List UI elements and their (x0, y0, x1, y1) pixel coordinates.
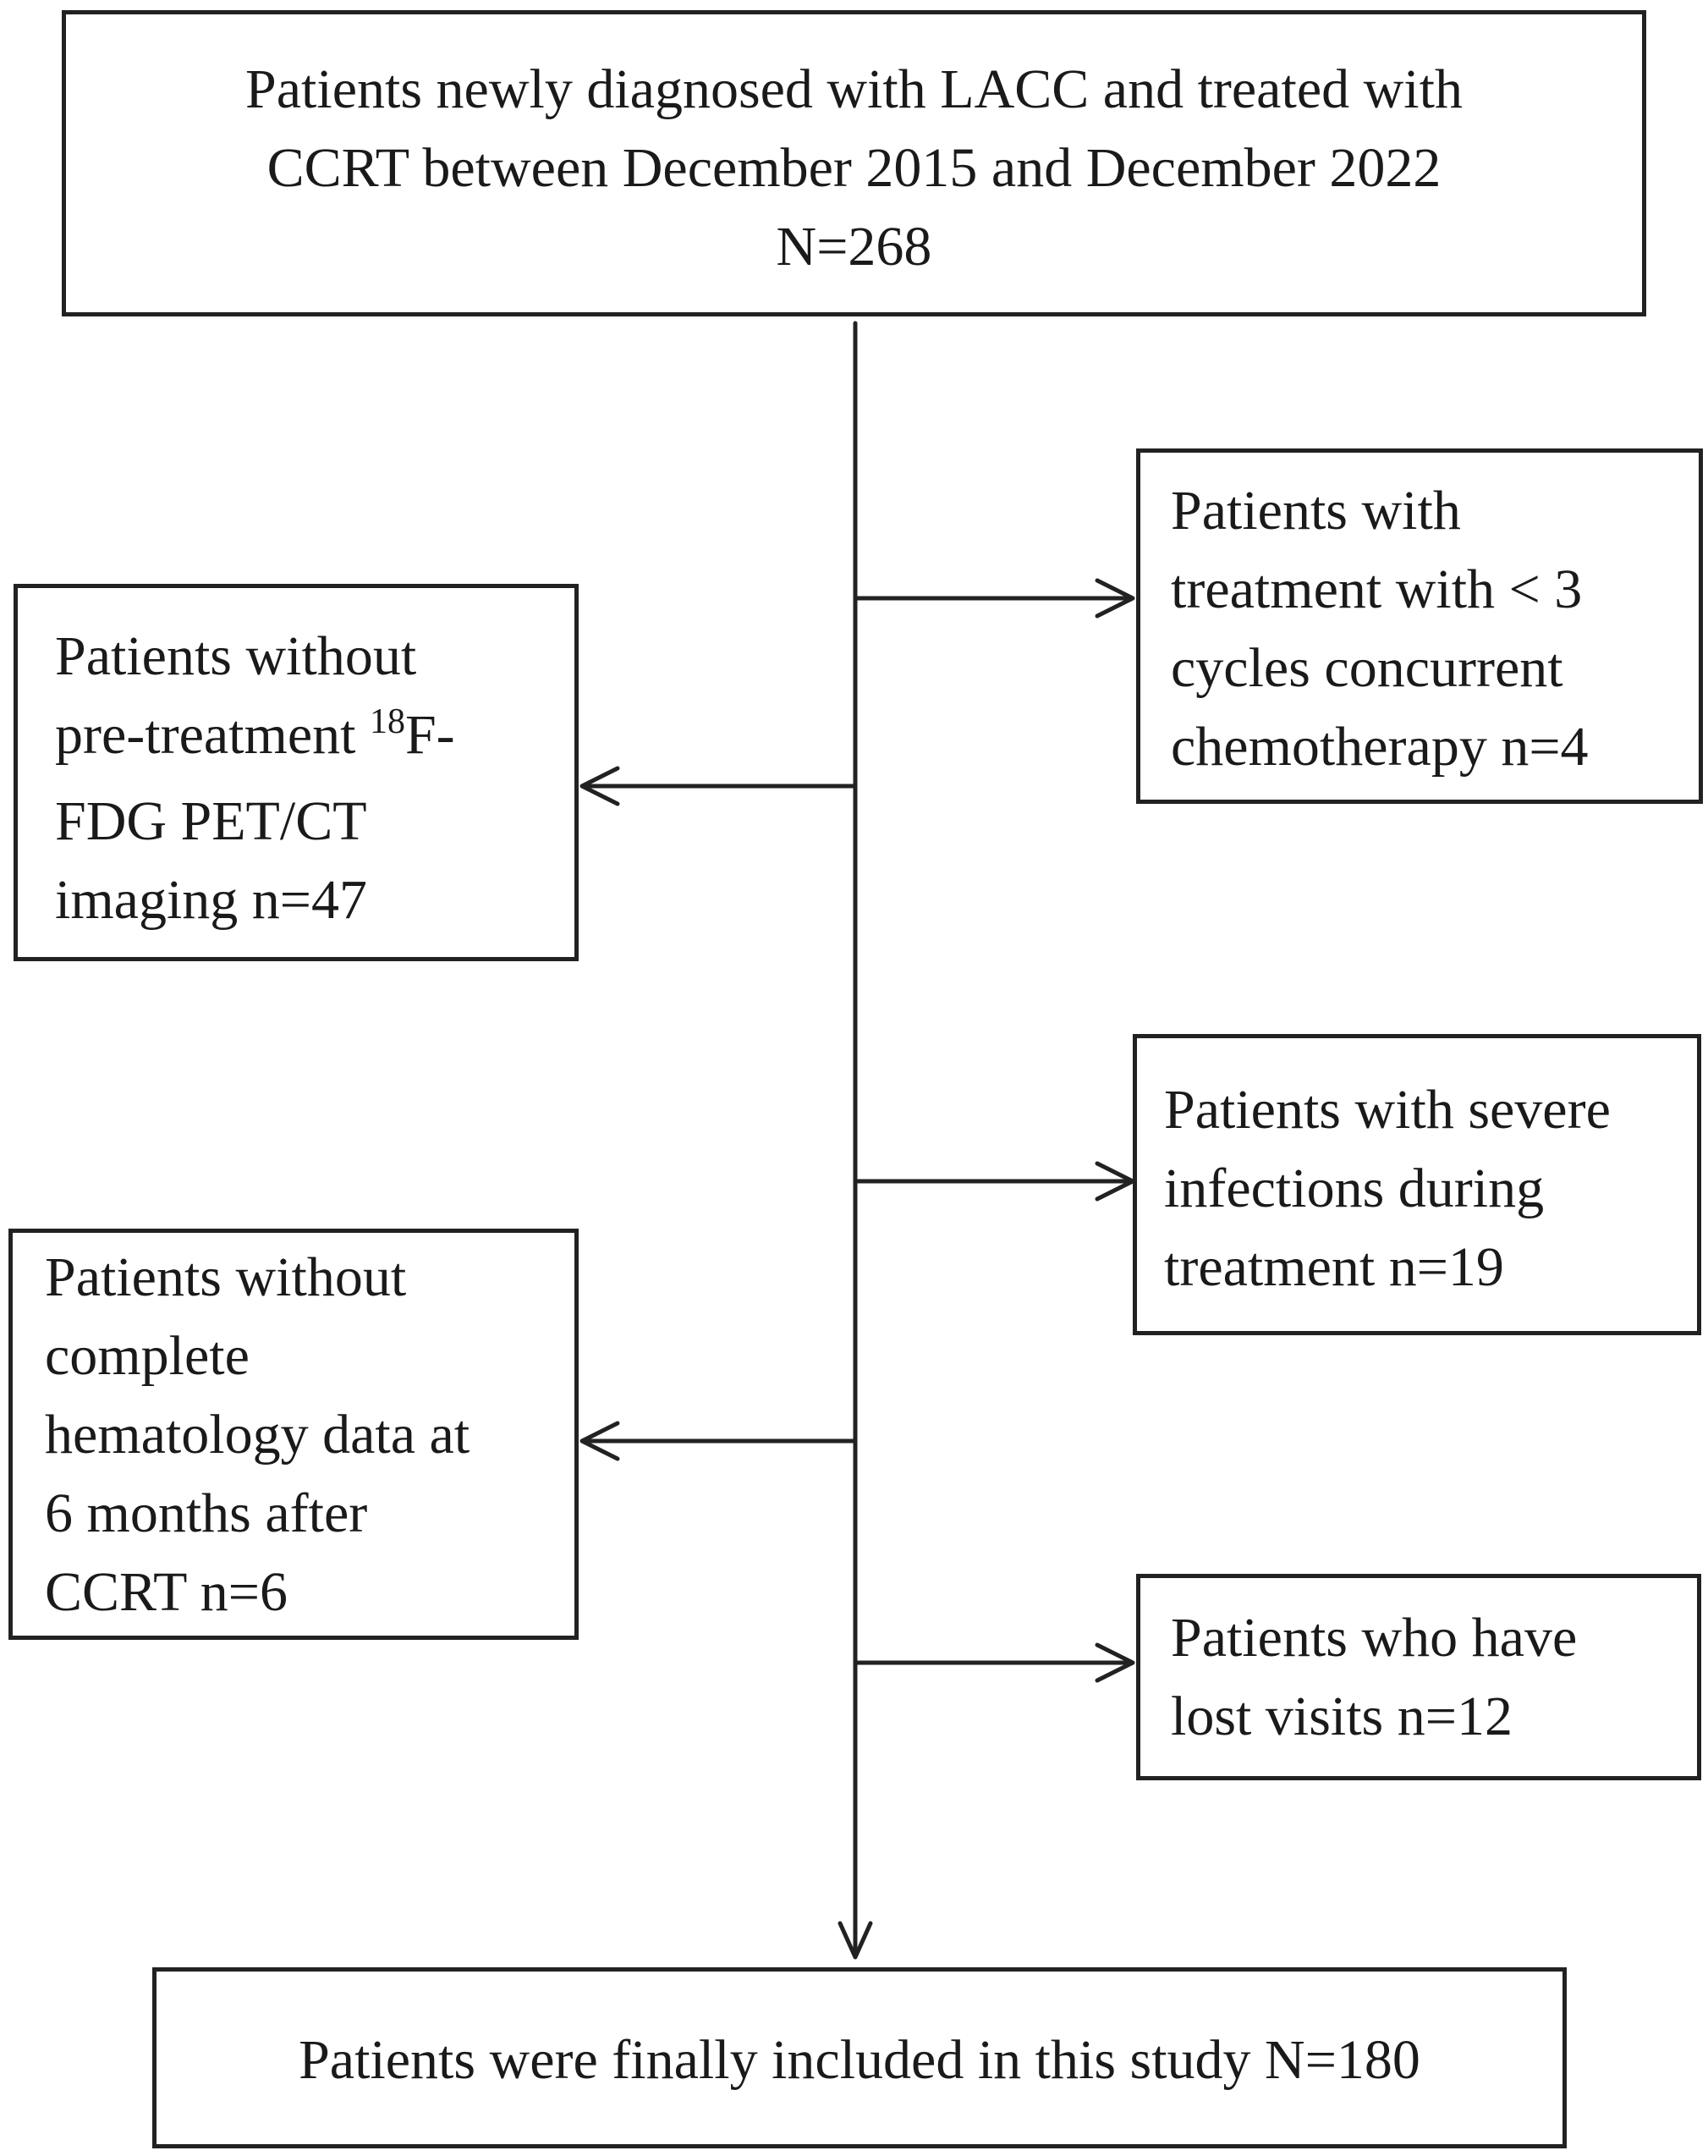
exclusion-line: hematology data at (45, 1404, 470, 1466)
exclusion-box-no-hematology: Patients without complete hematology dat… (8, 1229, 579, 1640)
exclusion-text: F- (404, 704, 455, 766)
arrow-head-left-2 (579, 1421, 620, 1461)
exclusion-line: imaging n=47 (55, 869, 368, 931)
enrollment-line-2: CCRT between December 2015 and December … (266, 137, 1442, 199)
final-included-text: Patients were finally included in this s… (299, 2029, 1420, 2091)
enrollment-count: N=268 (776, 216, 932, 278)
exclusion-line: chemotherapy n=4 (1171, 716, 1589, 778)
exclusion-line: Patients with severe (1164, 1079, 1611, 1141)
exclusion-line: cycles concurrent (1171, 637, 1563, 699)
exclusion-line: 6 months after (45, 1482, 368, 1544)
exclusion-line: Patients without (55, 625, 417, 687)
exclusion-box-incomplete-chemo: Patients with treatment with < 3 cycles … (1136, 448, 1703, 804)
final-included-box: Patients were finally included in this s… (152, 1967, 1567, 2148)
arrow-head-left-1 (579, 766, 620, 806)
exclusion-line: treatment n=19 (1164, 1236, 1504, 1298)
exclusion-line: lost visits n=12 (1171, 1686, 1513, 1747)
arrow-head-final (838, 1921, 873, 1960)
arrow-head-right-1 (1095, 578, 1135, 619)
exclusion-box-no-pet-ct: Patients without pre-treatment 18F- FDG … (14, 584, 579, 961)
enrollment-box: Patients newly diagnosed with LACC and t… (62, 10, 1646, 316)
exclusion-text: pre-treatment (55, 704, 370, 766)
exclusion-line: pre-treatment 18F- (55, 696, 574, 782)
enrollment-line-1: Patients newly diagnosed with LACC and t… (245, 58, 1463, 120)
exclusion-line: Patients with (1171, 480, 1461, 542)
arrow-head-right-3 (1095, 1642, 1135, 1683)
exclusion-box-severe-infections: Patients with severe infections during t… (1133, 1034, 1701, 1335)
exclusion-line: Patients who have (1171, 1607, 1578, 1669)
exclusion-line: FDG PET/CT (55, 790, 367, 852)
exclusion-line: infections during (1164, 1158, 1545, 1219)
exclusion-line: complete (45, 1325, 250, 1387)
exclusion-line: treatment with < 3 (1171, 558, 1583, 620)
exclusion-line: Patients without (45, 1246, 407, 1308)
isotope-superscript: 18 (369, 702, 405, 741)
exclusion-box-lost-visits: Patients who have lost visits n=12 (1136, 1574, 1701, 1780)
exclusion-line: CCRT n=6 (45, 1561, 288, 1623)
